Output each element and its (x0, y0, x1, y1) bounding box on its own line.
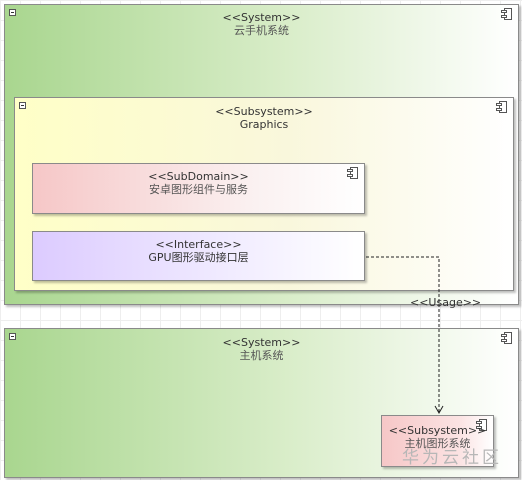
interface-name: GPU图形驱动接口层 (148, 251, 249, 264)
collapse-icon[interactable] (9, 333, 16, 340)
collapse-icon[interactable] (9, 9, 16, 16)
component-icon (501, 8, 513, 21)
host-system-name: 主机系统 (239, 349, 284, 362)
host-subsystem-name: 主机图形系统 (404, 437, 471, 450)
subsystem-name: Graphics (239, 118, 289, 131)
component-icon (476, 419, 488, 432)
gpu-interface-box[interactable]: <<Interface>> GPU图形驱动接口层 (32, 231, 365, 281)
interface-stereotype: <<Interface>> (155, 238, 242, 251)
android-subdomain-box[interactable]: <<SubDomain>> 安卓图形组件与服务 (32, 163, 365, 214)
host-graphics-subsystem-box[interactable]: <<Subsystem>> 主机图形系统 (381, 415, 494, 467)
usage-label: <<Usage>> (410, 296, 482, 309)
collapse-icon[interactable] (19, 102, 26, 109)
host-subsystem-stereotype: <<Subsystem>> (388, 424, 487, 437)
subsystem-stereotype: <<Subsystem>> (215, 105, 313, 118)
component-icon (347, 167, 359, 180)
watermark: 华为云社区 (402, 448, 502, 468)
component-icon (496, 101, 508, 114)
system-stereotype: <<System>> (222, 11, 301, 24)
component-icon (501, 332, 513, 345)
host-system-box[interactable]: <<System>> 主机系统 <<Subsystem>> 主机图形系统 (4, 328, 519, 478)
host-system-stereotype: <<System>> (222, 336, 301, 349)
graphics-subsystem-box[interactable]: <<Subsystem>> Graphics <<SubDomain>> 安卓图… (14, 97, 514, 291)
system-name: 云手机系统 (234, 24, 289, 37)
subdomain-name: 安卓图形组件与服务 (149, 183, 248, 196)
cloud-phone-system-box[interactable]: <<System>> 云手机系统 <<Subsystem>> Graphics … (4, 4, 519, 305)
subdomain-stereotype: <<SubDomain>> (148, 170, 249, 183)
